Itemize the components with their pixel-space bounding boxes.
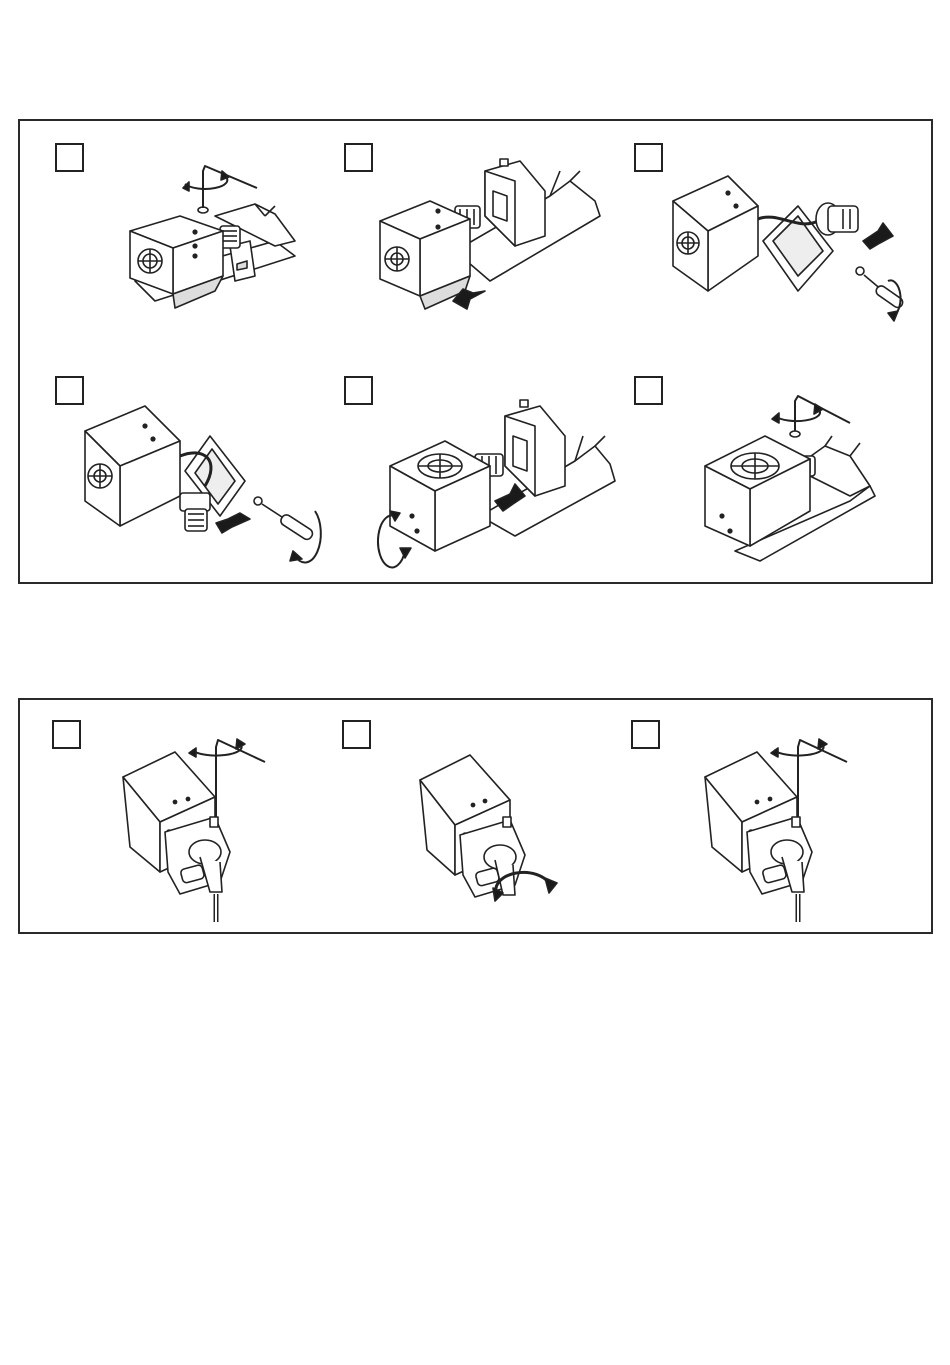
step-b2-box (342, 720, 371, 749)
installation-steps-panel (18, 119, 933, 584)
step-b1-box (52, 720, 81, 749)
step-2-box (344, 143, 373, 172)
step-2-illustration (375, 141, 605, 321)
step-6-illustration (700, 371, 910, 571)
connector-steps-panel (18, 698, 933, 934)
step-4-illustration (80, 401, 340, 571)
step-1-illustration (115, 136, 305, 336)
step-b3-illustration (702, 722, 872, 927)
step-3-box (634, 143, 663, 172)
step-1-box (55, 143, 84, 172)
step-5-illustration (365, 386, 625, 566)
step-b2-illustration (415, 745, 565, 930)
step-b1-illustration (120, 722, 290, 927)
step-3-illustration (668, 151, 908, 331)
step-6-box (634, 376, 663, 405)
step-b3-box (631, 720, 660, 749)
